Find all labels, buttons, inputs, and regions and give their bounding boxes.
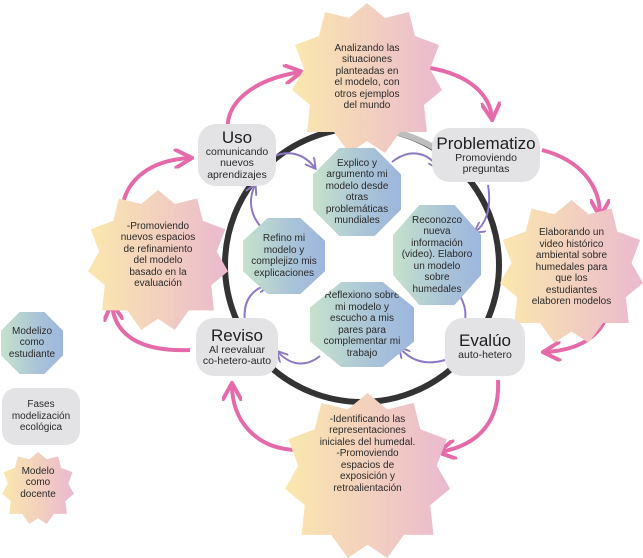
teacher-node-analizando: Analizando las situaciones planteadas en… bbox=[292, 3, 442, 153]
legend-teacher: Modelo como docente bbox=[2, 452, 74, 524]
phase-title-uso: Uso bbox=[221, 127, 253, 147]
teacher-node-identificando: -Identificando las representaciones inic… bbox=[285, 393, 450, 558]
arrow-reflexiono-to-reviso bbox=[278, 352, 321, 365]
teacher-text-promoviendo: -Promoviendo nuevos espacios de refinami… bbox=[120, 220, 196, 290]
phase-subtitle-evaluo: auto-hetero bbox=[458, 349, 512, 362]
phase-node-evaluo: Evalúo auto-hetero bbox=[445, 318, 525, 376]
phase-node-problematizo: Problematizo Promoviendo preguntas bbox=[432, 128, 540, 182]
star-shape-icon bbox=[500, 200, 643, 343]
legend-student: Modelizo como estudiante bbox=[1, 312, 63, 374]
arrow-problematizo-to-elaborando bbox=[541, 148, 600, 215]
arrow-identificando-to-reviso bbox=[232, 385, 296, 452]
teacher-text-elaborando: Elaborando un video histórico ambiental … bbox=[531, 227, 612, 308]
legend-phase: Fases modelización ecológica bbox=[2, 388, 80, 445]
arrow-refino-to-uso bbox=[251, 185, 263, 229]
phase-node-reviso: Reviso Al reevaluar co-hetero-auto bbox=[196, 318, 278, 376]
star-shape-icon bbox=[2, 452, 74, 524]
star-shape-icon bbox=[88, 190, 228, 330]
star-shape-icon bbox=[292, 3, 442, 153]
teacher-node-elaborando: Elaborando un video histórico ambiental … bbox=[500, 200, 643, 343]
teacher-node-promoviendo: -Promoviendo nuevos espacios de refinami… bbox=[88, 190, 228, 330]
phase-subtitle-problematizo: Promoviendo preguntas bbox=[455, 151, 517, 175]
phase-title-reviso: Reviso bbox=[211, 325, 263, 345]
student-node-explico: Explico y argumento mi modelo desde otra… bbox=[313, 148, 401, 236]
student-node-refino: Refino mi modelo y complejizo mis explic… bbox=[243, 218, 325, 294]
legend-teacher-text: Modelo como docente bbox=[20, 465, 56, 500]
phase-title-evaluo: Evalúo bbox=[459, 331, 511, 351]
teacher-text-identificando: -Identificando las representaciones inic… bbox=[319, 413, 416, 494]
phase-subtitle-uso: comunicando nuevos aprendizajes bbox=[205, 145, 269, 181]
legend-phase-text: Fases modelización ecológica bbox=[11, 399, 71, 434]
student-node-reflexiono: Reflexiono sobre mi modelo y escucho a m… bbox=[310, 282, 414, 367]
phase-subtitle-reviso: Al reevaluar co-hetero-auto bbox=[202, 343, 272, 367]
arrow-problematizo-to-reconozco bbox=[475, 184, 491, 232]
student-node-reconozco: Reconozco nueva información (video). Ela… bbox=[393, 205, 481, 305]
phase-title-problematizo: Problematizo bbox=[436, 133, 536, 153]
teacher-text-analizando: Analizando las situaciones planteadas en… bbox=[334, 42, 400, 112]
arrow-uso-to-analizando bbox=[225, 72, 300, 131]
arrow-evaluo-to-identificando bbox=[440, 379, 501, 452]
arrow-evaluo-to-reflexiono bbox=[400, 348, 446, 364]
phase-node-uso: Uso comunicando nuevos aprendizajes bbox=[198, 124, 276, 186]
arrow-reviso-to-promoviendo bbox=[112, 305, 191, 353]
arrow-analizando-to-problematizo bbox=[429, 66, 492, 118]
